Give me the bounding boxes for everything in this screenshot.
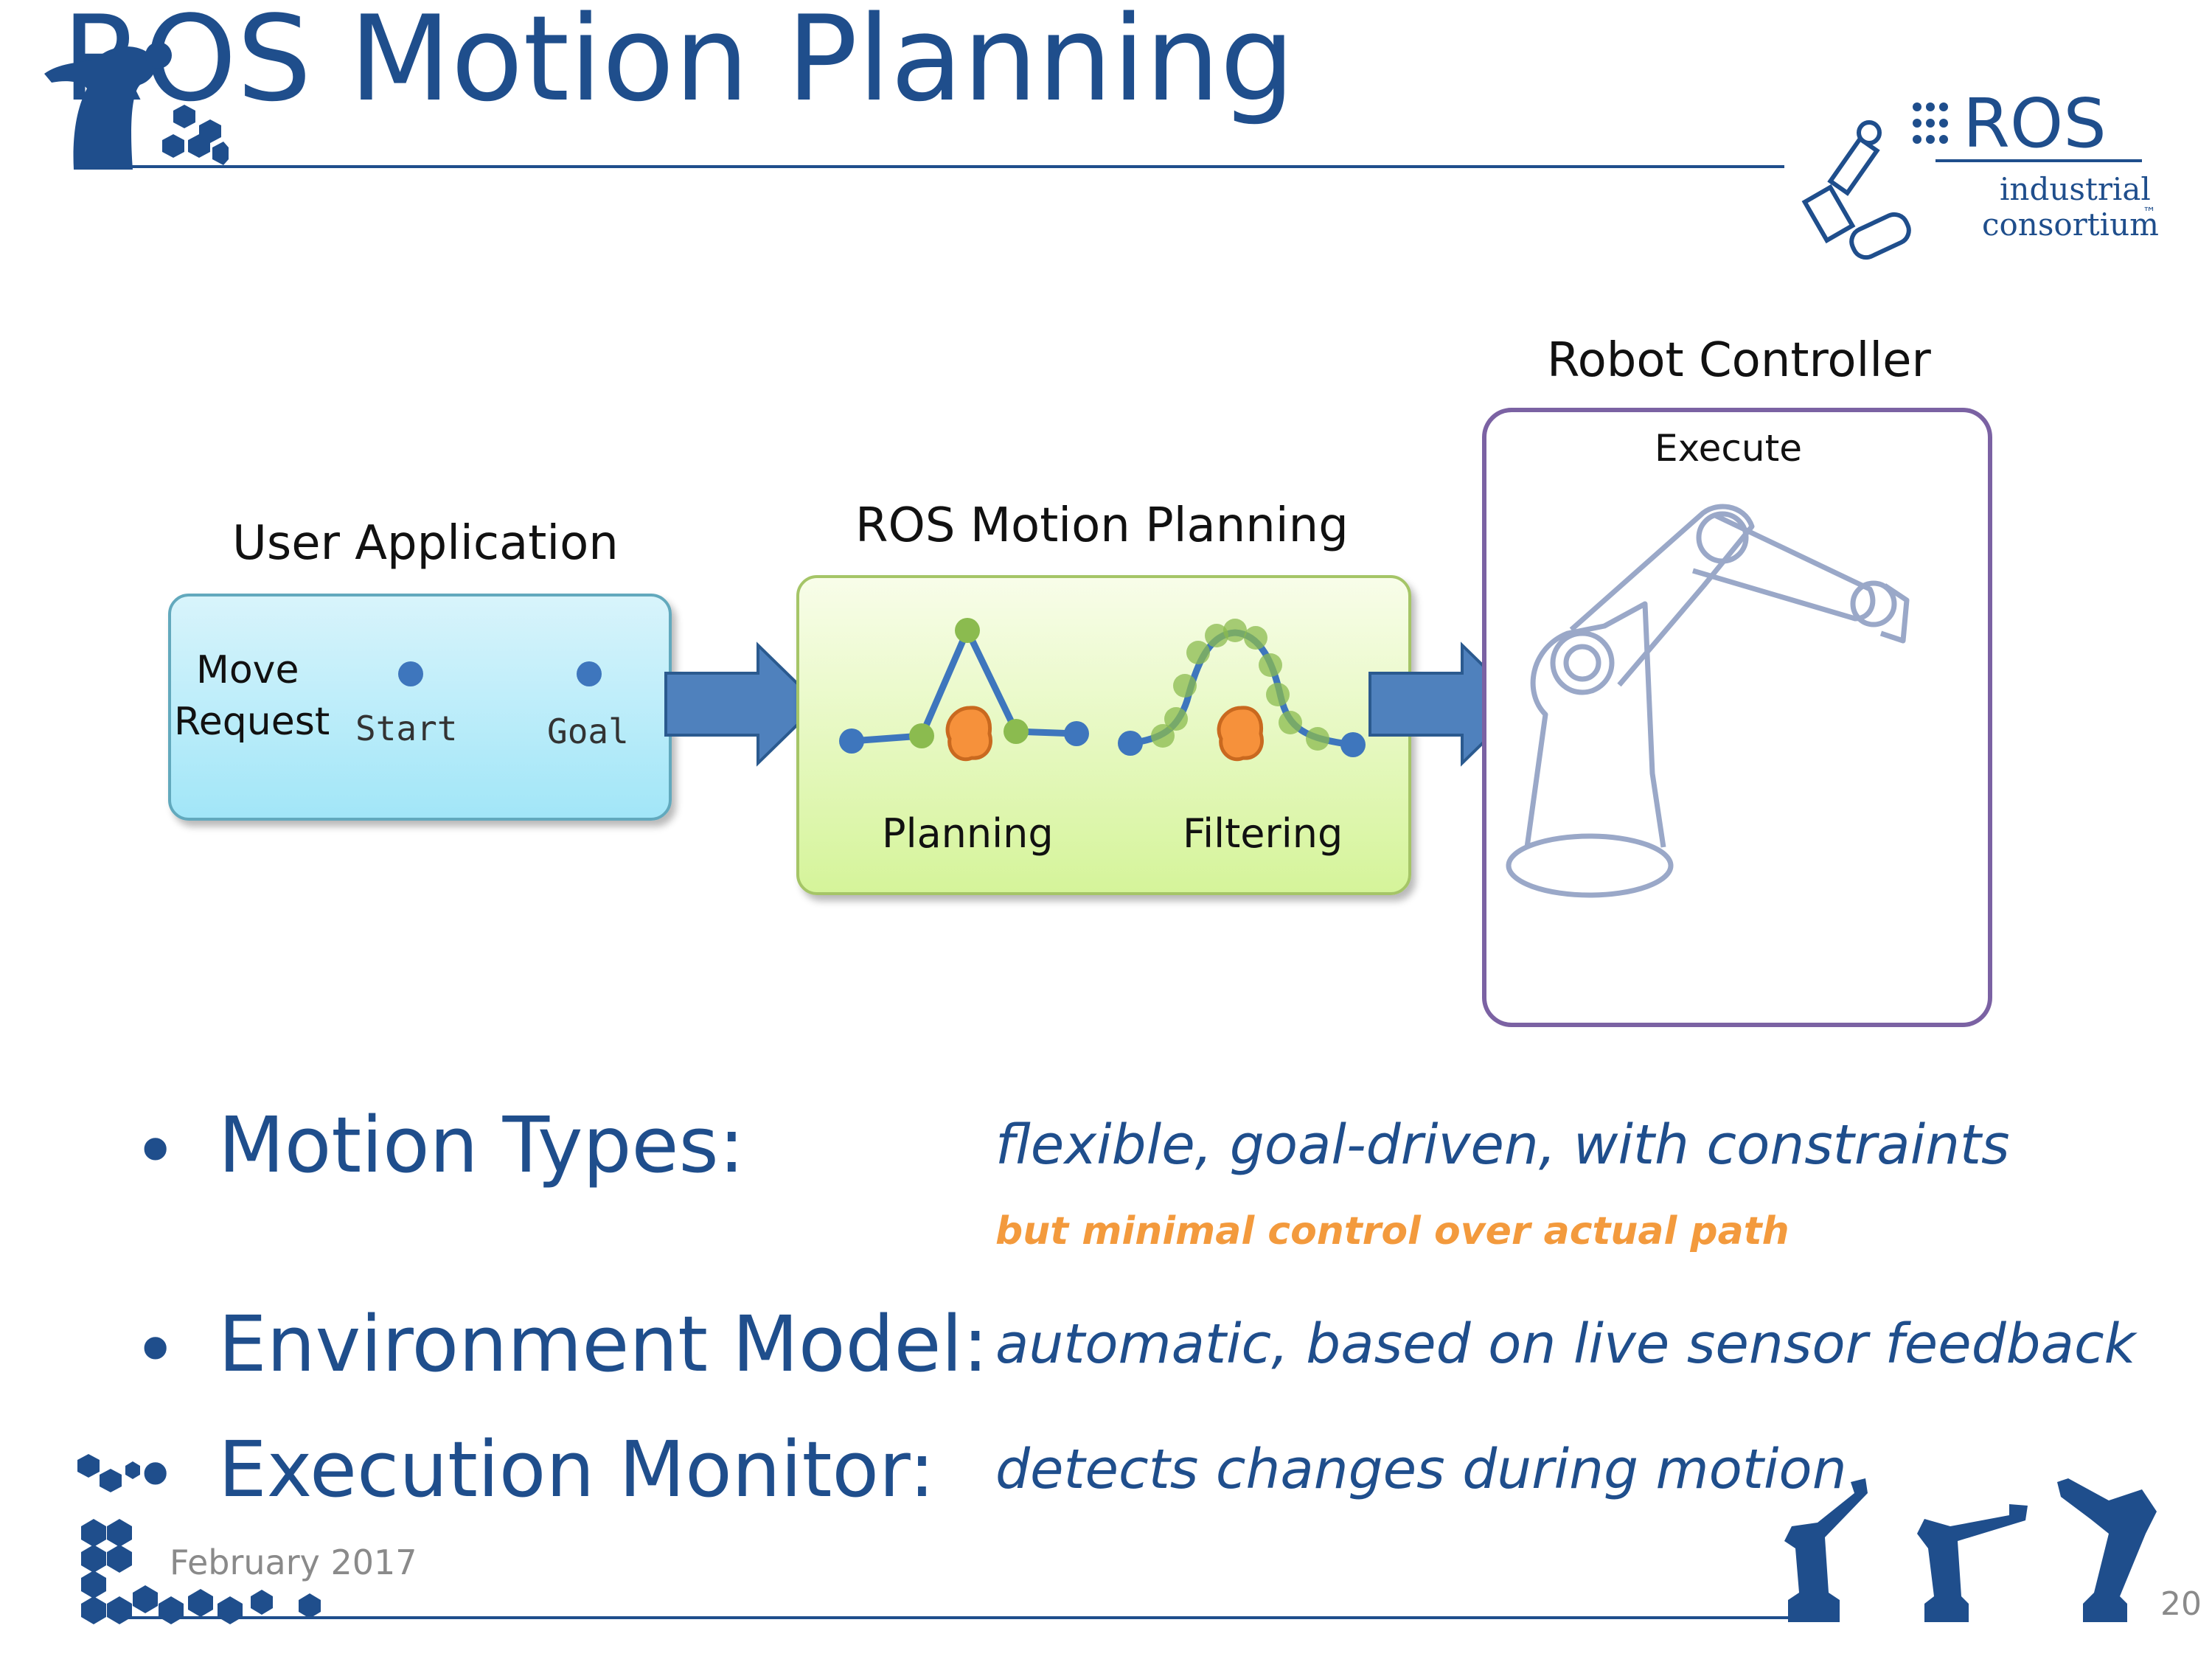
industrial-arm-icon [1801,120,1911,260]
bullet-motion-types-label: Motion Types: [218,1100,745,1190]
arrow-right-icon [664,641,821,767]
bullet-execution-monitor-label: Execution Monitor: [218,1425,935,1514]
bullet-motion-types-desc: flexible, goal-driven, with constraints [995,1113,2010,1177]
page-number: 20 [2160,1585,2202,1623]
user-application-box: Move Request Start Goal [168,594,672,821]
bullet-execution-monitor-desc: detects changes during motion [995,1438,1847,1501]
robot-arm-icon [1506,504,1910,898]
title-underline [125,165,1784,168]
execute-label: Execute [1655,427,1802,470]
ros-industrial-logo: ROS industrial consortium ™ [1799,84,2159,273]
bullet-environment-model-label: Environment Model: [218,1299,989,1389]
footer-rule [111,1616,1806,1619]
bullet-dot: • [133,1305,178,1395]
motion-types-note: but minimal control over actual path [995,1209,1790,1253]
goal-label: Goal [547,712,629,751]
filtering-label: Filtering [1183,810,1343,857]
ros-dots-icon [1913,102,1948,144]
move-request-line1: Move [196,648,299,692]
move-request-line2: Request [174,700,330,744]
bullet-dot: • [133,1430,178,1520]
start-label: Start [355,709,458,748]
robot-controller-heading: Robot Controller [1547,333,1931,388]
bullet-environment-model-desc: automatic, based on live sensor feedback [995,1312,2136,1376]
planning-path-icon [839,618,1089,762]
industrial-robots-icon [1784,1478,2157,1622]
start-point-icon [398,661,423,686]
ros-logo-text: ROS [1963,84,2107,163]
ros-logo-trademark: ™ [2143,205,2156,220]
bullet-dot: • [133,1106,178,1196]
planning-label: Planning [882,810,1054,857]
ros-logo-industrial: industrial [2000,171,2151,207]
ros-logo-consortium: consortium [1982,206,2159,243]
footer-date: February 2017 [170,1543,417,1582]
user-application-heading: User Application [232,516,619,571]
robot-controller-box: Execute [1482,408,1992,1027]
motion-planning-heading: ROS Motion Planning [855,498,1349,553]
goal-point-icon [577,661,602,686]
ros-robot-logo-icon [44,42,229,170]
slide-title: ROS Motion Planning [61,0,1295,128]
ros-logo-underline [1935,159,2142,162]
hexagon-pattern-icon [77,1454,321,1624]
filtering-path-icon [1118,619,1366,762]
